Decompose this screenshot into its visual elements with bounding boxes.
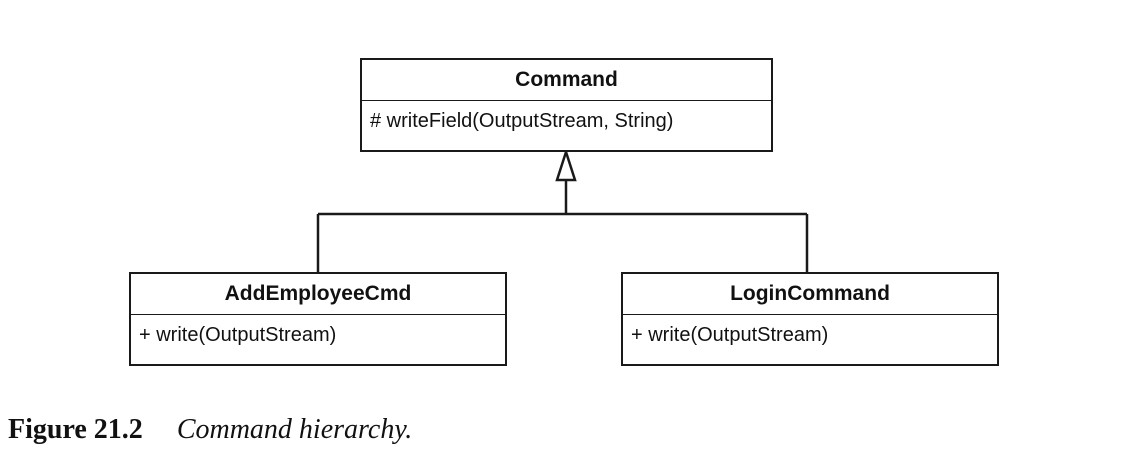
class-login-command: LoginCommand + write(OutputStream) xyxy=(621,272,999,366)
class-login-command-name: LoginCommand xyxy=(623,274,997,315)
class-command-operation: # writeField(OutputStream, String) xyxy=(370,110,674,132)
figure-number: Figure 21.2 xyxy=(8,414,143,445)
class-login-command-operation: + write(OutputStream) xyxy=(631,324,829,346)
class-add-employee-cmd-operation: + write(OutputStream) xyxy=(139,324,337,346)
class-command: Command # writeField(OutputStream, Strin… xyxy=(360,58,773,152)
generalization-arrowhead-icon xyxy=(555,147,577,182)
figure-title: Command hierarchy. xyxy=(176,414,413,445)
class-add-employee-cmd-name: AddEmployeeCmd xyxy=(131,274,505,315)
class-add-employee-cmd: AddEmployeeCmd + write(OutputStream) xyxy=(129,272,507,366)
class-command-name: Command xyxy=(362,60,771,101)
figure-caption: Figure 21.2 Command hierarchy. xyxy=(8,414,412,446)
